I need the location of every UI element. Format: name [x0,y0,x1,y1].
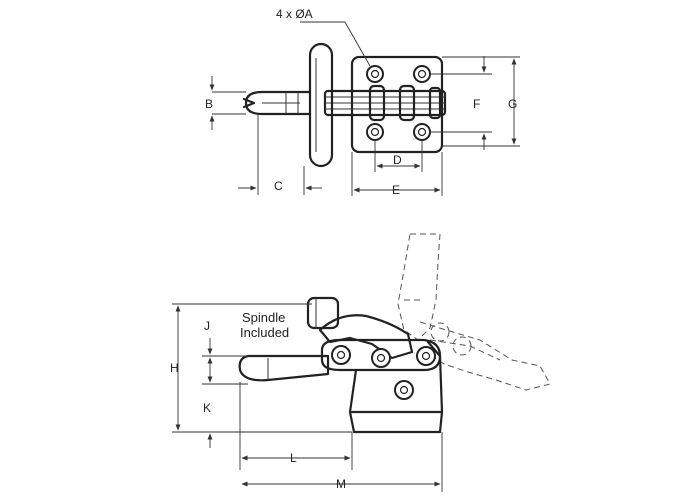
dim-label-k: K [203,401,211,415]
dim-label-d: D [393,153,402,167]
dim-label-l: L [290,451,297,465]
dim-label-m: M [336,477,346,491]
holes-callout: 4 x ØA [276,7,313,21]
dim-label-f: F [473,97,480,111]
dim-label-j: J [204,319,210,333]
clamp-arm [318,314,414,360]
linkage-bar [323,84,447,122]
dim-label-g: G [508,97,517,111]
dim-label-e: E [392,183,400,197]
spindle-note-line2: Included [240,325,289,340]
open-position-outline [397,233,551,391]
pivot-pins [331,345,436,400]
top-view: 4 x ØA B C D E F G [205,7,520,197]
dim-label-c: C [274,179,283,193]
side-view: Spindle Included H J K L M [170,233,551,492]
dim-label-h: H [170,361,179,375]
spindle [242,90,312,116]
handle-grip [308,42,334,168]
mounting-holes [366,65,431,141]
handle-bar [238,354,330,382]
dim-label-b: B [205,97,213,111]
spindle-tip [306,296,340,330]
spindle-note-line1: Spindle [242,310,285,325]
base-body [348,340,444,434]
base-plate-outline [350,55,444,154]
